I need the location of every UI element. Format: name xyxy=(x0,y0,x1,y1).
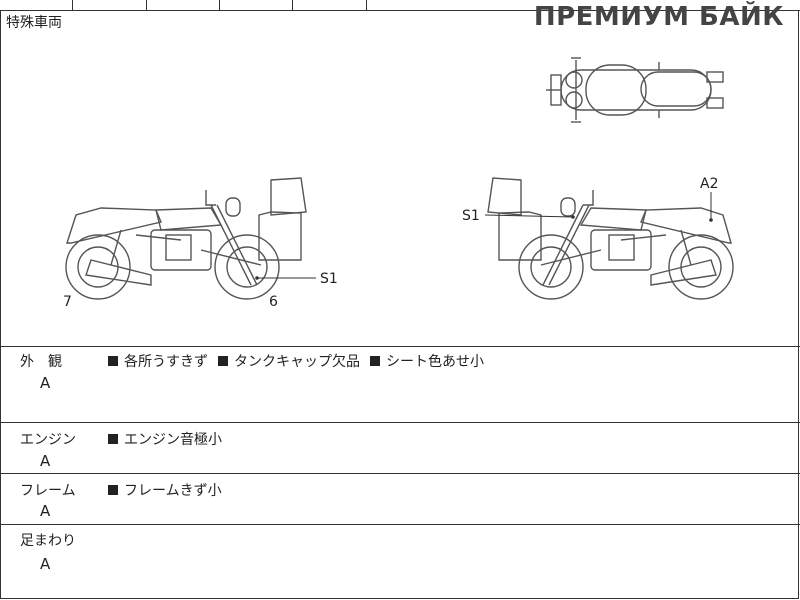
header-divider xyxy=(366,0,367,10)
note-item: エンジン音極小 xyxy=(108,429,222,449)
row-title-frame: フレーム xyxy=(20,483,76,499)
row-divider xyxy=(0,524,800,525)
bullet-square-icon xyxy=(370,356,380,366)
note-text: フレームきず小 xyxy=(124,483,222,499)
notes-engine: エンジン音極小 xyxy=(108,429,222,449)
bullet-square-icon xyxy=(108,356,118,366)
row-title-exterior: 外 観 xyxy=(20,354,62,370)
row-title-engine: エンジン xyxy=(20,432,76,448)
watermark-logo: ПРЕМИУМ БАЙК xyxy=(533,2,784,32)
note-item: 各所うすきず xyxy=(108,351,208,371)
note-item: フレームきず小 xyxy=(108,480,222,500)
grade-engine: A xyxy=(40,452,51,470)
notes-exterior: 各所うすきず タンクキャップ欠品 シート色あせ小 xyxy=(108,351,484,371)
marker-label: A2 xyxy=(700,176,719,192)
row-divider xyxy=(0,422,800,423)
bike-top-view xyxy=(546,57,724,123)
header-divider xyxy=(219,0,220,10)
note-text: 各所うすきず xyxy=(124,354,208,370)
grade-exterior: A xyxy=(40,374,51,392)
sheet-frame xyxy=(0,10,799,599)
row-title-suspension: 足まわり xyxy=(20,533,76,549)
grade-suspension: A xyxy=(40,555,51,573)
marker-label: 7 xyxy=(63,294,72,310)
section-label: 特殊車両 xyxy=(6,15,62,31)
header-strip xyxy=(0,0,800,11)
grade-frame: A xyxy=(40,502,51,520)
note-item: タンクキャップ欠品 xyxy=(218,351,360,371)
row-divider xyxy=(0,473,800,474)
marker-label: S1 xyxy=(462,208,480,224)
note-text: タンクキャップ欠品 xyxy=(234,354,360,370)
header-divider xyxy=(292,0,293,10)
note-item: シート色あせ小 xyxy=(370,351,484,371)
header-divider xyxy=(72,0,73,10)
notes-frame: フレームきず小 xyxy=(108,480,222,500)
bullet-square-icon xyxy=(108,434,118,444)
bike-left-view xyxy=(65,177,307,300)
row-divider xyxy=(0,346,800,347)
note-text: シート色あせ小 xyxy=(386,354,484,370)
header-divider xyxy=(146,0,147,10)
marker-label: 6 xyxy=(269,294,278,310)
bullet-square-icon xyxy=(218,356,228,366)
bike-right-view xyxy=(487,177,734,300)
damage-diagram: S1 7 6 A2 S1 xyxy=(1,30,798,346)
marker-label: S1 xyxy=(320,271,338,287)
bullet-square-icon xyxy=(108,485,118,495)
note-text: エンジン音極小 xyxy=(124,432,222,448)
